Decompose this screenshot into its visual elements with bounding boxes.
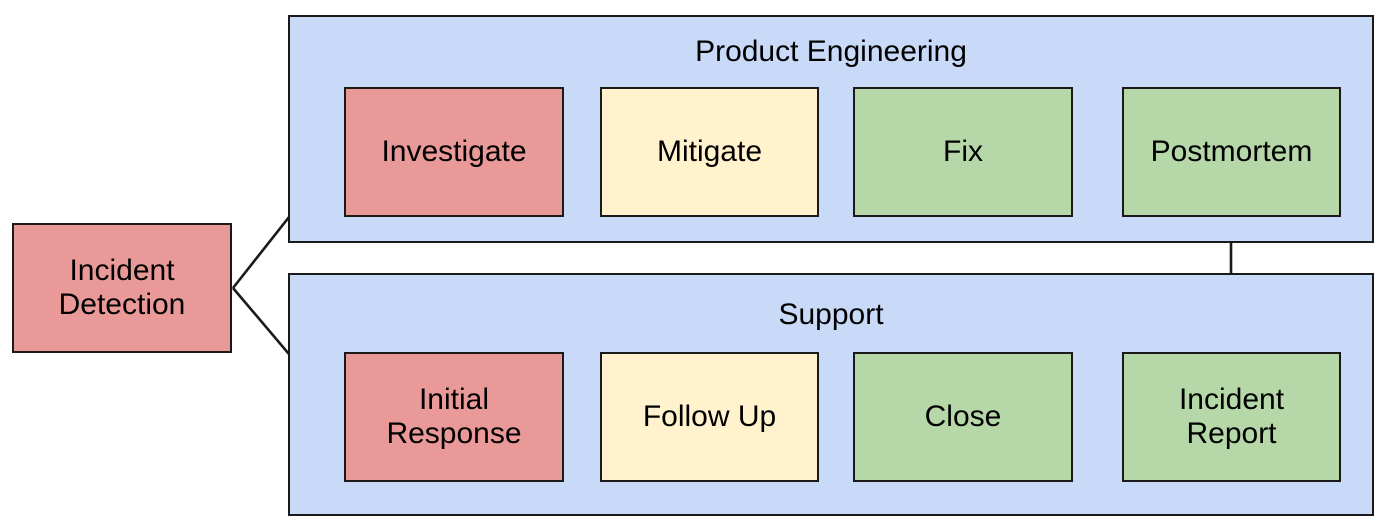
node-label-postmortem: Postmortem (1150, 134, 1313, 168)
swimlane-title-product-engineering: Product Engineering (695, 35, 967, 68)
node-label-line-2: Response (386, 417, 522, 450)
node-label-line-1: Incident (69, 253, 175, 287)
node-label-line-1: Incident (1178, 382, 1285, 416)
node-label-line-2: Detection (58, 288, 186, 321)
node-follow-up[interactable]: Follow Up (600, 352, 819, 482)
node-label-follow-up: Follow Up (642, 399, 777, 433)
node-investigate[interactable]: Investigate (344, 87, 564, 217)
node-label-incident-report: Incident Report (1179, 383, 1284, 452)
node-mitigate[interactable]: Mitigate (600, 87, 819, 217)
node-incident-report[interactable]: Incident Report (1122, 352, 1341, 482)
node-label-fix: Fix (943, 134, 983, 168)
node-postmortem[interactable]: Postmortem (1122, 87, 1341, 217)
node-label-mitigate: Mitigate (656, 134, 763, 168)
node-label-investigate: Investigate (381, 134, 527, 168)
node-label-incident-detection: Incident Detection (59, 254, 186, 323)
node-label-line-2: Report (1186, 417, 1277, 450)
node-label-initial-response: Initial Response (386, 383, 521, 452)
node-label-line-1: Initial (418, 382, 490, 416)
node-incident-detection[interactable]: Incident Detection (12, 223, 232, 353)
node-label-close: Close (924, 399, 1002, 433)
node-close[interactable]: Close (853, 352, 1073, 482)
swimlane-title-support: Support (778, 298, 884, 331)
node-fix[interactable]: Fix (853, 87, 1073, 217)
node-initial-response[interactable]: Initial Response (344, 352, 564, 482)
